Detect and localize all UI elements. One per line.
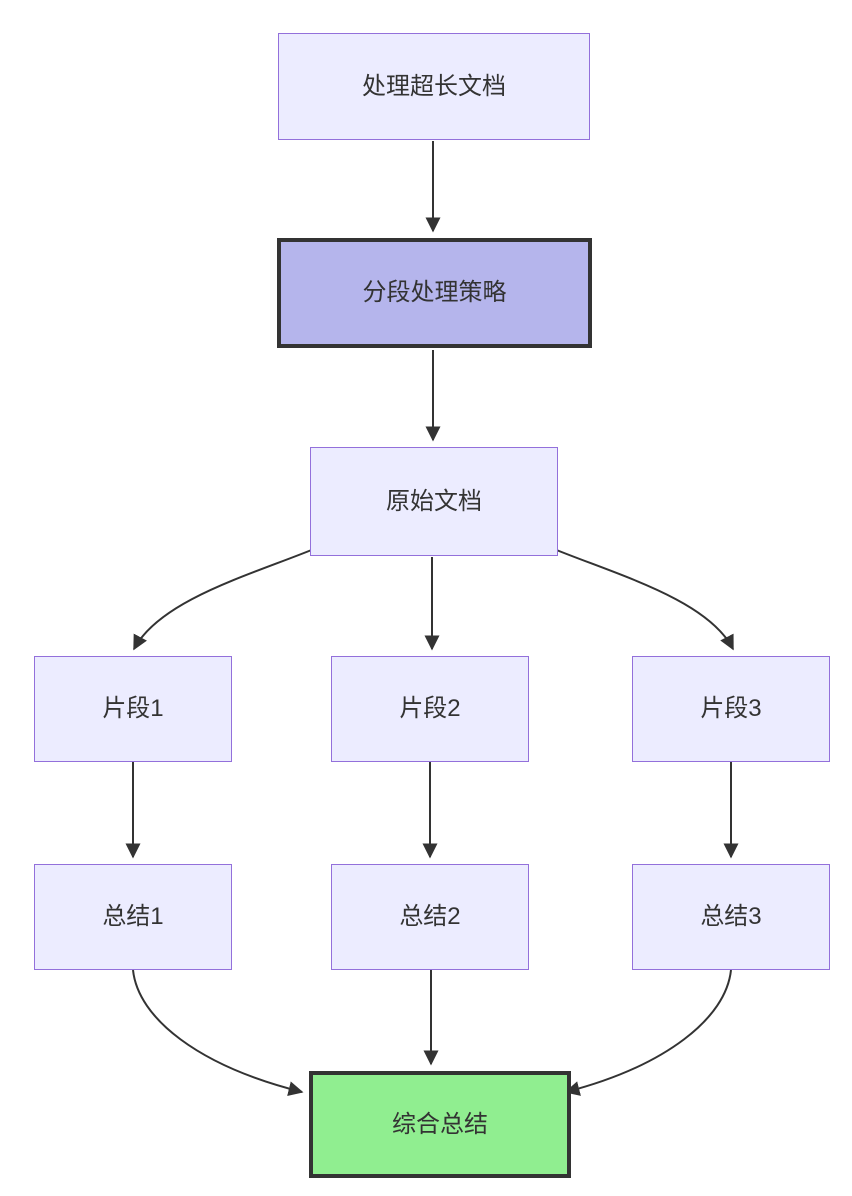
node-segment-2: 片段2 — [331, 656, 529, 762]
node-summary-3: 总结3 — [632, 864, 830, 970]
node-combined-summary: 综合总结 — [309, 1071, 571, 1178]
node-summary-2: 总结2 — [331, 864, 529, 970]
node-segment-3-label: 片段3 — [700, 695, 762, 723]
node-original-document-label: 原始文档 — [386, 487, 482, 515]
node-original-document: 原始文档 — [310, 447, 558, 556]
node-summary-2-label: 总结2 — [399, 903, 461, 931]
edge-source-seg1 — [133, 548, 315, 651]
edge-sum3-final — [564, 969, 732, 1096]
node-summary-1: 总结1 — [34, 864, 232, 970]
node-segment-1-label: 片段1 — [102, 695, 164, 723]
node-summary-1-label: 总结1 — [102, 903, 164, 931]
node-segment-1: 片段1 — [34, 656, 232, 762]
node-segment-2-label: 片段2 — [399, 695, 461, 723]
node-process-long-doc: 处理超长文档 — [278, 33, 590, 140]
node-segmentation-strategy: 分段处理策略 — [277, 238, 592, 348]
node-summary-3-label: 总结3 — [700, 903, 762, 931]
edge-sum1-final — [132, 969, 304, 1096]
node-process-long-doc-label: 处理超长文档 — [362, 72, 506, 100]
node-segment-3: 片段3 — [632, 656, 830, 762]
node-segmentation-strategy-label: 分段处理策略 — [362, 279, 507, 307]
edge-source-seg3 — [553, 548, 734, 651]
node-combined-summary-label: 综合总结 — [392, 1110, 488, 1138]
